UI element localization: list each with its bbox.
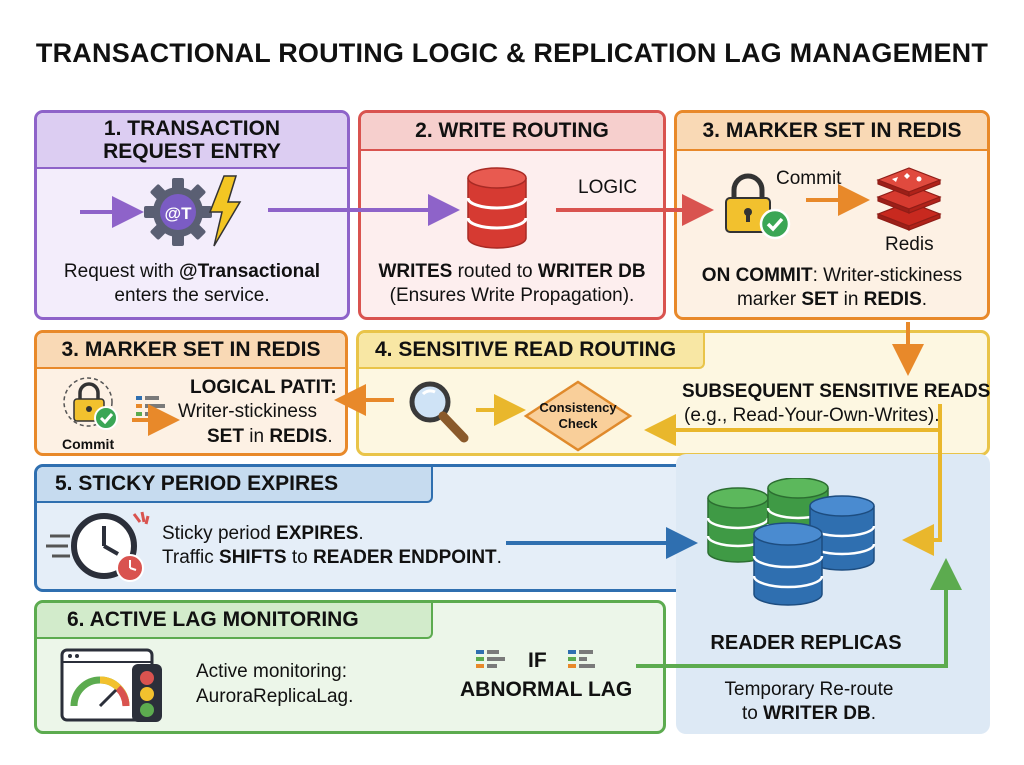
replica-db-blue-front [752,522,824,606]
clock-expiry-icon [46,511,150,582]
commit-lock-small-icon [63,377,118,430]
panel-sticky-expires-text: Sticky period EXPIRES. Traffic SHIFTS to… [162,523,502,568]
writer-database-icon [466,167,528,249]
panel-marker-redis-logical-header: 3. MARKER SET IN REDIS [37,333,345,369]
logic-arrow-label: LOGIC [578,177,638,198]
log-lines-icon-left [476,650,505,668]
commit-label: Commit [776,168,842,189]
panel-write-routing-text: WRITES routed to WRITER DB (Ensures Writ… [378,261,646,306]
panel-marker-redis-header: 3. MARKER SET IN REDIS [677,113,987,151]
abnormal-lag-label: ABNORMAL LAG [460,678,633,701]
diagram-title: TRANSACTIONAL ROUTING LOGIC & REPLICATIO… [35,38,989,68]
replica-db-green [706,487,770,563]
commit-small-label: Commit [62,436,115,452]
reroute-text: Temporary Re-route to WRITER DB. [724,679,894,724]
magnifier-icon [409,381,469,443]
reader-replicas-label: READER REPLICAS [710,632,902,654]
arrow-yellow-right-down [902,404,942,556]
consistency-check-diamond [523,380,633,452]
gear-with-lightning-icon: @T [144,175,242,247]
panel-transaction-entry-header: 1. TRANSACTION REQUEST ENTRY [37,113,347,169]
panel-sensitive-read-text: SUBSEQUENT SENSITIVE READS (e.g., Read-Y… [682,381,991,426]
consistency-check-label: Consistency Check [539,400,617,431]
reader-replicas-database-icon [706,478,876,606]
panel-lag-monitoring-text: Active monitoring: AuroraReplicaLag. [196,661,354,707]
log-lines-icon-right [568,650,595,668]
if-label: IF [528,649,547,672]
monitoring-dashboard-icon [60,648,162,722]
commit-lock-icon [725,173,791,240]
redis-label: Redis [885,234,934,255]
gear-label: @T [165,204,193,223]
panel-sticky-expires-header: 5. STICKY PERIOD EXPIRES [37,467,433,503]
panel-transaction-entry-text: Request with @Transactional enters the s… [63,261,321,306]
panel-marker-redis-text: ON COMMIT: Writer-stickiness marker SET … [701,265,963,310]
arrow-lag-to-writer [636,558,962,668]
panel-lag-monitoring-header: 6. ACTIVE LAG MONITORING [37,603,433,639]
panel-marker-redis-logical-text: LOGICAL PATIT: Writer-stickiness SET in … [178,377,337,447]
panel-write-routing-header: 2. WRITE ROUTING [361,113,663,151]
redis-icon [876,167,942,231]
panel-sensitive-read-header: 4. SENSITIVE READ ROUTING [359,333,705,369]
